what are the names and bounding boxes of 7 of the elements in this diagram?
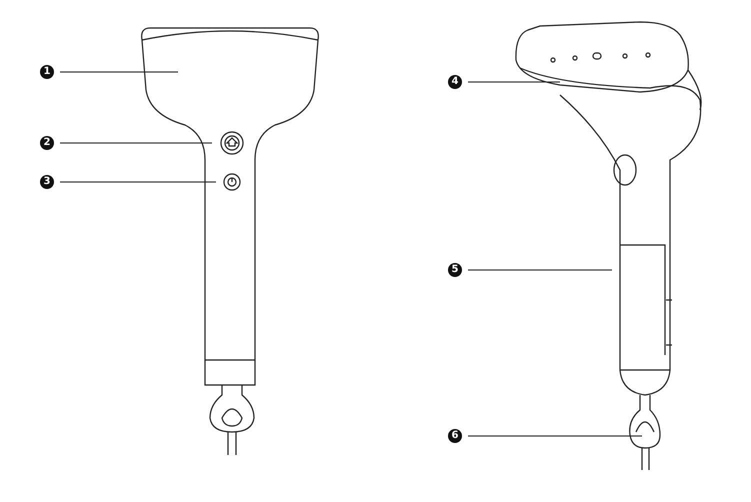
callout-number: 2 <box>40 136 54 150</box>
callout-number: 6 <box>448 429 462 443</box>
leader-line <box>60 142 212 144</box>
callout-number: 3 <box>40 175 54 189</box>
callout-number: 5 <box>448 263 462 277</box>
callout-number: 4 <box>448 75 462 89</box>
callout-number: 1 <box>40 65 54 79</box>
